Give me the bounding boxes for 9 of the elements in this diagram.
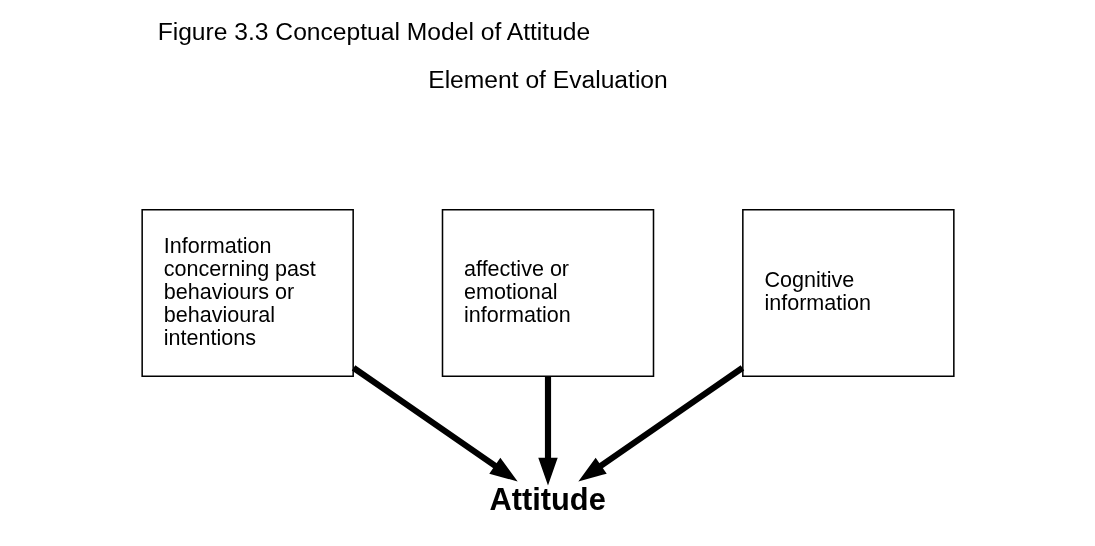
node-text: Attitude (488, 482, 606, 518)
node-box: affective or emotional information (441, 209, 654, 377)
label: Element of Evaluation (427, 65, 668, 93)
diagram-title: Figure 3.3 Conceptual Model of Attitude (157, 18, 590, 46)
arrow (577, 365, 744, 482)
arrow (537, 376, 558, 486)
node-box: Cognitive information (741, 209, 955, 377)
node-box: Information concerning past behaviours or behavioural intentions (140, 209, 354, 377)
arrow (351, 365, 518, 482)
